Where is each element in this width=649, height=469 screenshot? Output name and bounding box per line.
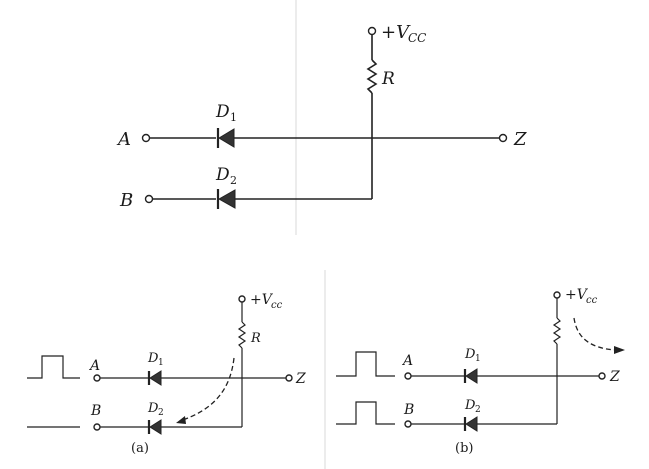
- panel-b-current-arrow: [573, 317, 616, 351]
- top-resistor-label: R: [381, 69, 395, 89]
- panel-a-input-a-label: A: [88, 358, 100, 374]
- panel-a-current-arrow: [179, 357, 235, 422]
- top-diode1-sub: 1: [230, 111, 237, 124]
- panel-a-arrowhead: [176, 416, 186, 424]
- panel-b-diode1: [465, 368, 478, 384]
- panel-a-input-b-terminal: [93, 423, 101, 431]
- panel-b-input-b-label: B: [403, 402, 414, 418]
- panel-b-diode1-sub: 1: [475, 354, 481, 364]
- panel-a-diode2: [149, 419, 162, 435]
- panel-b-input-a-label: A: [401, 353, 413, 369]
- panel-b-diode1-label: D: [464, 347, 476, 362]
- top-input-a-label: A: [116, 129, 131, 150]
- panel-b-output-label: Z: [609, 369, 620, 385]
- panel-b-pulse-b: [336, 401, 395, 425]
- panel-b-vcc-label: +V: [565, 287, 589, 303]
- panel-b-diode2-label: D: [464, 398, 476, 413]
- top-input-b-terminal: [144, 194, 154, 204]
- panel-b-input-b-terminal: [404, 420, 412, 428]
- panel-b-output-terminal: [598, 372, 606, 380]
- panel-b-input-a-terminal: [404, 372, 412, 380]
- top-input-b-label: B: [119, 190, 133, 211]
- panel-a-pulse-a: [27, 355, 80, 379]
- top-diode1-label: D: [215, 102, 230, 122]
- panel-b-diode2: [465, 416, 478, 432]
- top-diode2-label: D: [215, 165, 230, 185]
- panel-a-resistor-label: R: [250, 331, 261, 346]
- panel-b-diode2-sub: 2: [475, 405, 481, 415]
- panel-a-output-label: Z: [295, 371, 306, 387]
- top-input-a-terminal: [141, 133, 151, 143]
- panel-a-circuit: +V cc R A Z D 1 B D 2 (a): [27, 292, 306, 456]
- panel-a-diode2-sub: 2: [158, 408, 164, 418]
- top-diode1: [218, 128, 235, 148]
- panel-b-vcc-terminal: [553, 291, 561, 299]
- top-diode2: [217, 189, 236, 209]
- panel-a-diode1: [149, 370, 162, 386]
- top-output-terminal: [498, 133, 508, 143]
- top-circuit: +V CC R A Z D 1 B D 2: [116, 22, 527, 211]
- panel-a-output-terminal: [285, 374, 293, 382]
- panel-a-vcc-label: +V: [250, 292, 274, 308]
- panel-b-circuit: +V cc A Z D 1 B D 2 (b): [336, 287, 625, 456]
- top-vcc-sub: CC: [408, 31, 426, 45]
- panel-a-input-b-label: B: [90, 403, 101, 419]
- top-vcc-label: +V: [381, 22, 411, 43]
- panel-a-vcc-terminal: [238, 295, 246, 303]
- top-output-label: Z: [513, 129, 527, 150]
- panel-a-diode1-sub: 1: [158, 358, 164, 368]
- panel-a-diode1-label: D: [147, 351, 159, 366]
- top-diode2-sub: 2: [230, 174, 237, 187]
- panel-a-vcc-sub: cc: [271, 300, 283, 311]
- panel-a-resistor: [237, 321, 247, 349]
- panel-b-resistor: [552, 317, 562, 345]
- top-resistor: [366, 59, 378, 94]
- top-vcc-terminal: [367, 26, 377, 36]
- panel-b-vcc-sub: cc: [586, 295, 598, 306]
- panel-a-input-a-terminal: [93, 374, 101, 382]
- panel-b-pulse-a: [336, 351, 395, 377]
- panel-b-arrowhead: [614, 346, 625, 354]
- panel-a-caption: (a): [131, 441, 149, 456]
- panel-b-caption: (b): [455, 441, 473, 456]
- panel-a-diode2-label: D: [147, 401, 159, 416]
